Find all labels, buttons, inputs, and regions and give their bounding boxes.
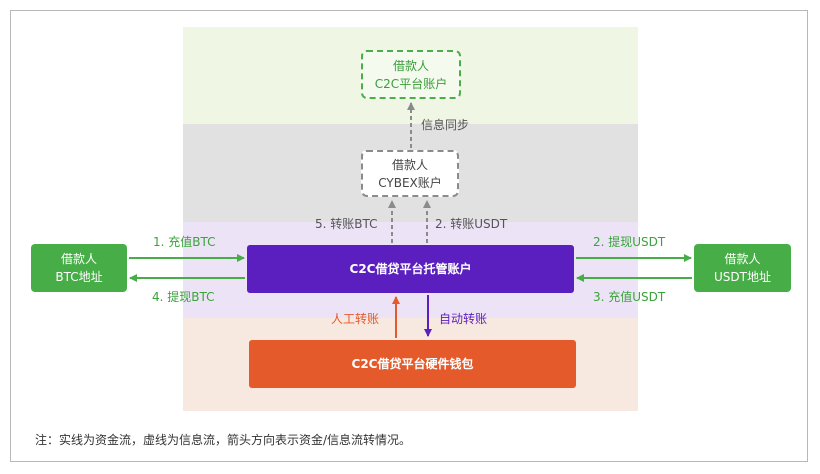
label-deposit-usdt: 3. 充值USDT — [593, 290, 666, 304]
label-withdraw-btc: 4. 提现BTC — [152, 290, 215, 304]
node-label-line1: 借款人 — [60, 252, 97, 266]
node-label-line1: 借款人 — [391, 157, 428, 172]
node-label-line2: BTC地址 — [55, 270, 103, 284]
label-deposit-btc: 1. 充值BTC — [153, 235, 216, 249]
node-label-line1: 借款人 — [724, 252, 761, 266]
node-hardware-wallet: C2C借贷平台硬件钱包 — [249, 340, 576, 388]
node-label-line2: CYBEX账户 — [378, 175, 442, 190]
label-info-sync: 信息同步 — [421, 118, 470, 132]
node-escrow-account: C2C借贷平台托管账户 — [247, 245, 574, 293]
label-auto-transfer: 自动转账 — [439, 312, 488, 326]
legend-note: 注：实线为资金流，虚线为信息流，箭头方向表示资金/信息流转情况。 — [35, 433, 412, 447]
label-withdraw-usdt: 2. 提现USDT — [593, 235, 666, 249]
node-label: C2C借贷平台托管账户 — [349, 262, 472, 276]
label-manual-transfer: 人工转账 — [331, 312, 380, 326]
label-transfer-usdt: 2. 转账USDT — [435, 217, 508, 231]
node-borrower-cybex-account: 借款人 CYBEX账户 — [361, 150, 459, 197]
node-label-line2: C2C平台账户 — [374, 76, 448, 91]
node-borrower-usdt-address: 借款人 USDT地址 — [694, 244, 791, 292]
node-label: C2C借贷平台硬件钱包 — [351, 357, 474, 371]
node-borrower-btc-address: 借款人 BTC地址 — [31, 244, 127, 292]
node-label-line2: USDT地址 — [714, 270, 771, 284]
node-label-line1: 借款人 — [392, 58, 429, 73]
node-borrower-c2c-account: 借款人 C2C平台账户 — [361, 50, 461, 99]
label-transfer-btc: 5. 转账BTC — [315, 217, 378, 231]
